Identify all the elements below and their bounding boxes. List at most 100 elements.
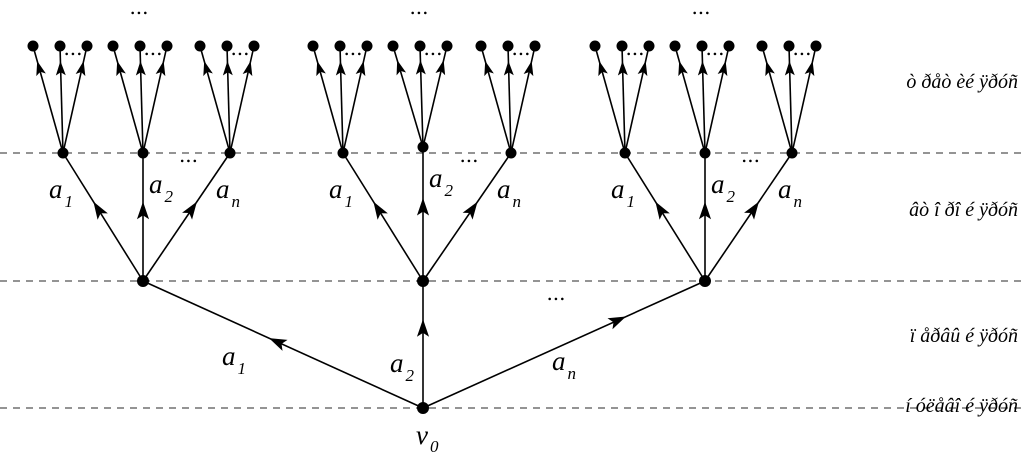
leaf-node	[107, 40, 119, 52]
ellipsis-top: ...	[691, 0, 710, 19]
arrowhead	[416, 197, 430, 216]
leaf-node	[810, 40, 822, 52]
level-labels: ò ðåò èé ÿðóñ âò î ðî é ÿðóñ ï åðâû é ÿð…	[905, 71, 1018, 417]
level1-node	[699, 275, 711, 287]
level-label-3: ò ðåò èé ÿðóñ	[906, 71, 1018, 93]
arrowhead	[55, 60, 66, 76]
arrowhead	[135, 60, 146, 76]
leaf-node	[161, 40, 173, 52]
arrowhead	[484, 60, 494, 77]
arrowhead	[93, 201, 108, 220]
arrowhead	[435, 60, 446, 76]
level1-node	[137, 275, 149, 287]
ellipsis-level2: ...	[179, 143, 198, 167]
arrowhead	[116, 60, 126, 77]
edge-last	[142, 152, 231, 282]
ellipsis-level2: ...	[459, 143, 478, 167]
arrowhead	[523, 60, 534, 77]
edge-last	[704, 152, 793, 282]
ellipsis-leaves: ...	[511, 36, 530, 60]
leaf-node	[414, 40, 426, 52]
ellipsis-leaves: ...	[423, 36, 442, 60]
leaf-node	[643, 40, 655, 52]
arrowhead	[804, 60, 815, 77]
edge-first	[624, 152, 706, 282]
level2-node	[505, 147, 517, 159]
leaf-node	[27, 40, 39, 52]
root-node	[417, 402, 429, 414]
edge-first	[342, 152, 424, 282]
ellipsis-level1: ...	[546, 281, 565, 305]
level-label-2: âò î ðî é ÿðóñ	[909, 199, 1018, 221]
arrowhead	[678, 60, 688, 77]
arrowhead	[784, 60, 795, 76]
leaf-node	[54, 40, 66, 52]
level2-node	[619, 147, 631, 159]
level1-node	[417, 275, 429, 287]
leaf-node	[696, 40, 708, 52]
leaf-node	[529, 40, 541, 52]
arrowhead	[136, 201, 150, 220]
arrowhead	[222, 60, 233, 76]
arrowhead	[396, 60, 407, 76]
svg-text:v0: v0	[416, 420, 439, 456]
tree-edges	[32, 45, 817, 409]
arrowhead	[717, 60, 728, 77]
level2-node	[57, 147, 69, 159]
edge-root-a1	[142, 280, 424, 409]
arrowhead	[355, 60, 366, 77]
leaf-node	[221, 40, 233, 52]
edge-last	[422, 152, 512, 282]
ellipsis-leaves: ...	[792, 36, 811, 60]
leaf-node	[783, 40, 795, 52]
leaf-node	[441, 40, 453, 52]
level-label-0: í óëåâî é ÿðóñ	[905, 395, 1018, 417]
leaf-node	[756, 40, 768, 52]
edge-first	[62, 152, 144, 282]
arrowhead	[242, 60, 253, 77]
arrowhead	[765, 60, 775, 77]
arrowhead	[697, 60, 708, 76]
ellipses: ........................................…	[63, 0, 811, 305]
leaf-node	[134, 40, 146, 52]
ellipsis-leaves: ...	[343, 36, 362, 60]
arrowhead	[416, 319, 430, 337]
level2-node	[786, 147, 798, 159]
tree-nodes	[27, 40, 822, 414]
arrowhead	[75, 60, 86, 77]
ellipsis-leaves: ...	[705, 36, 724, 60]
leaf-node	[334, 40, 346, 52]
leaf-node	[194, 40, 206, 52]
arrowhead	[617, 60, 628, 76]
level2-node	[224, 147, 236, 159]
arrowhead	[462, 201, 478, 220]
arrowhead	[744, 201, 759, 220]
arrowhead	[335, 60, 346, 76]
edge-root-an	[422, 280, 706, 409]
arrowhead	[316, 60, 326, 77]
arrowhead	[203, 60, 213, 77]
arrowhead	[415, 60, 426, 75]
root-subscript: 0	[430, 437, 439, 456]
level2-node	[337, 147, 349, 159]
leaf-node	[669, 40, 681, 52]
leaf-node	[475, 40, 487, 52]
root-symbol: v	[416, 420, 428, 450]
ellipsis-level2: ...	[741, 143, 760, 167]
level2-node	[417, 141, 429, 153]
arrowhead	[655, 201, 670, 220]
arrowhead	[155, 60, 166, 77]
arrowhead	[698, 201, 712, 220]
ellipsis-top: ...	[129, 0, 148, 19]
